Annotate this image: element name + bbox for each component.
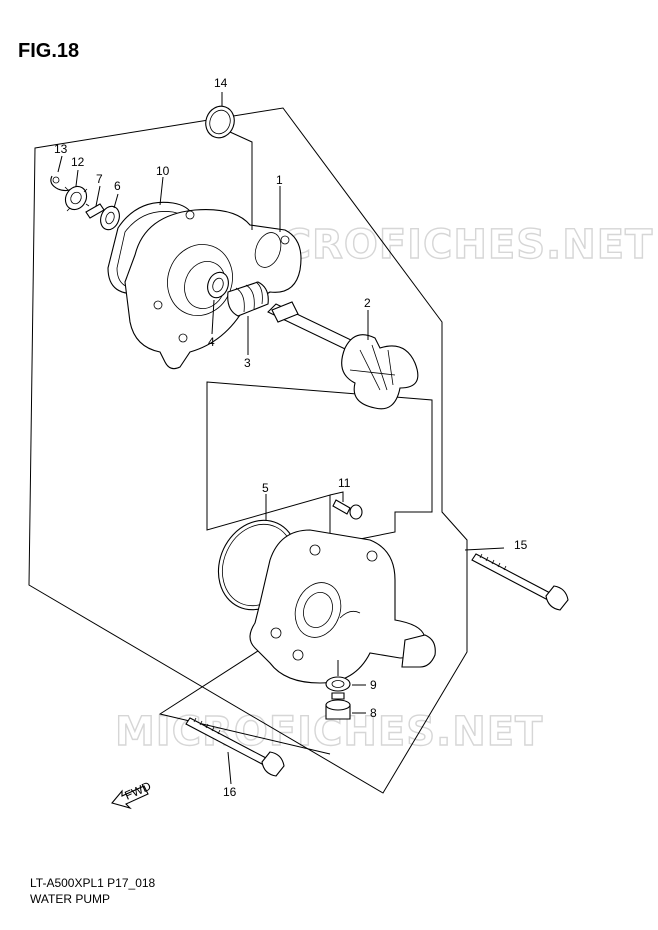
diagram-name: WATER PUMP	[30, 892, 110, 906]
bolt16-leader-frame	[158, 639, 331, 755]
callout-10: 10	[156, 164, 170, 178]
callout-1: 1	[276, 173, 283, 187]
part-3-mechanical-seal	[227, 281, 269, 317]
figure-title: FIG.18	[18, 40, 80, 62]
callout-8: 8	[370, 706, 377, 720]
callout-14: 14	[214, 76, 228, 90]
pump-housing	[249, 529, 436, 684]
callout-4: 4	[208, 335, 215, 349]
leader-lines	[57, 92, 505, 785]
part-4-oil-seal	[207, 271, 229, 299]
callout-9: 9	[370, 678, 377, 692]
part-16-bolt	[185, 717, 285, 777]
callout-15: 15	[514, 538, 528, 552]
part-2-impeller-shaft	[267, 301, 419, 410]
assembly-outline	[28, 107, 468, 794]
fwd-arrow-icon: FWD	[111, 779, 153, 810]
part-13-circlip	[50, 175, 75, 192]
part-15-bolt	[471, 553, 569, 611]
callout-16: 16	[223, 785, 237, 799]
callout-6: 6	[114, 179, 121, 193]
housing-subframe	[206, 381, 433, 546]
callout-3: 3	[244, 356, 251, 370]
part-14-o-ring	[205, 105, 235, 139]
callout-12: 12	[71, 155, 85, 169]
callout-7: 7	[96, 172, 103, 186]
callout-5: 5	[262, 481, 269, 495]
callout-13: 13	[54, 142, 68, 156]
callout-2: 2	[364, 296, 371, 310]
part-12-gear	[64, 185, 90, 212]
part-8-drain-bolt	[325, 692, 351, 720]
part-9-washer	[325, 676, 351, 692]
diagram-code: LT-A500XPL1 P17_018	[30, 876, 156, 890]
callout-11: 11	[338, 476, 351, 490]
part-11-screw	[332, 499, 363, 520]
